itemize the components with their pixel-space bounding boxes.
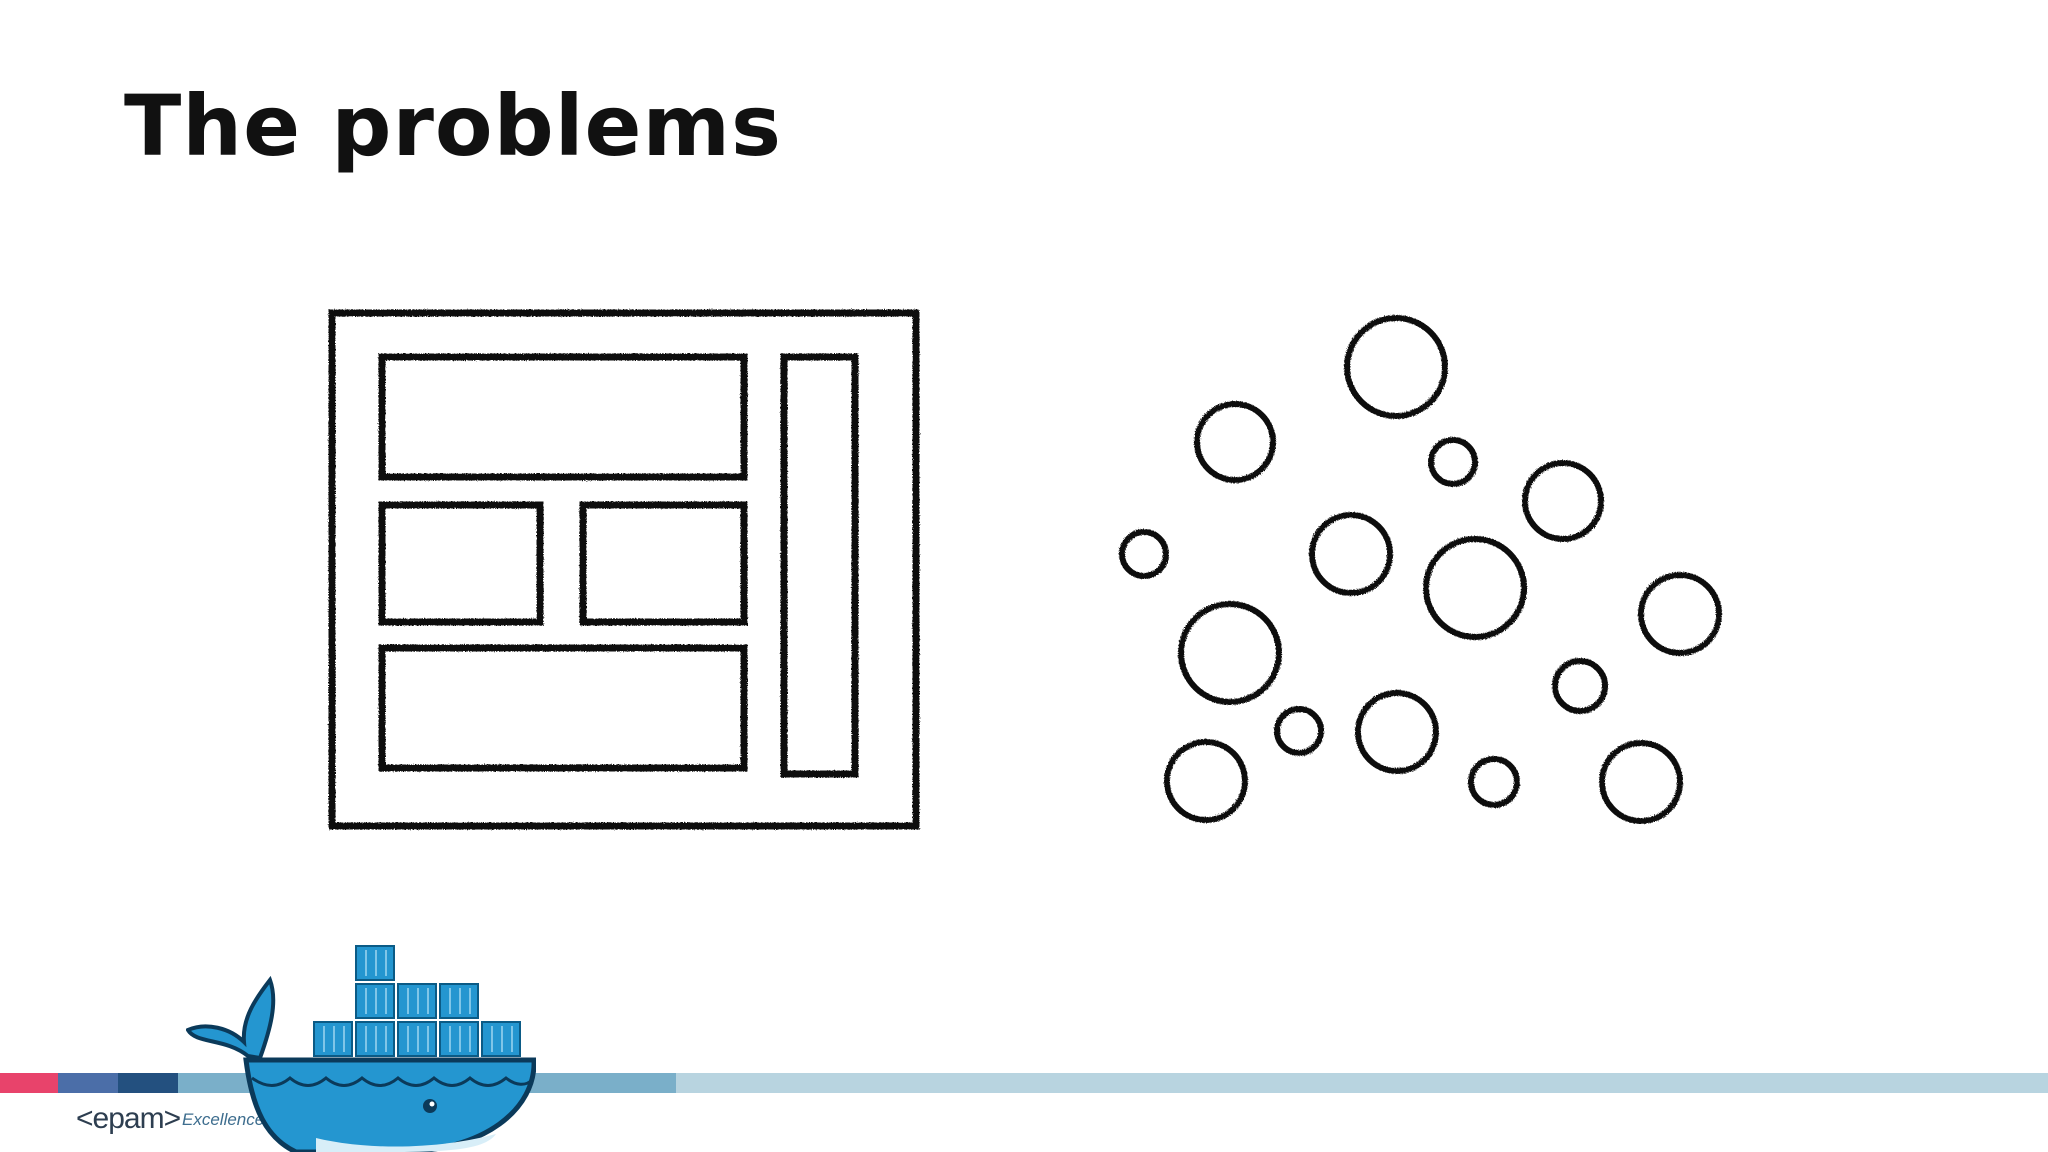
footer-color-stripe — [0, 1073, 2048, 1093]
stripe-blue-dark — [118, 1073, 178, 1093]
docker-whale-icon — [186, 945, 536, 1152]
slide-title: The problems — [124, 77, 782, 175]
microservices-bubbles-icon — [1119, 315, 1722, 824]
stripe-blue-pale — [676, 1073, 2048, 1093]
monolith-layout-icon — [328, 309, 920, 830]
stripe-pink — [0, 1073, 58, 1093]
footer-tagline: Excellence in — [182, 1110, 283, 1129]
epam-logo: <epam> — [76, 1102, 181, 1135]
stripe-blue-mid — [58, 1073, 118, 1093]
